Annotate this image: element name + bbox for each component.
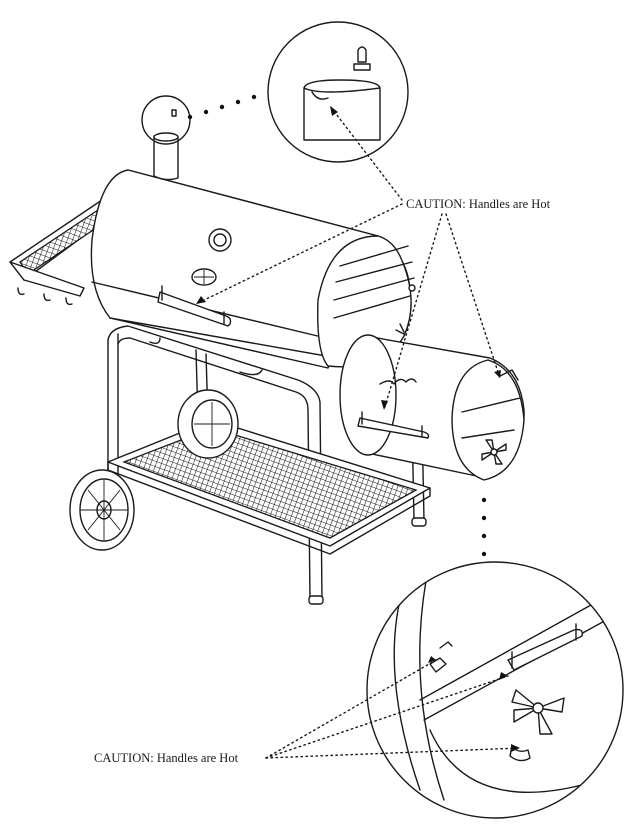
caution-arrows-upper (195, 105, 501, 411)
leader-dots (187, 94, 487, 557)
wheel-front (69, 469, 135, 551)
firebox-detail-zoom (366, 561, 624, 819)
side-shelf (9, 199, 109, 306)
chimney (141, 95, 191, 181)
main-chamber (90, 169, 416, 369)
caution-arrows-lower (265, 656, 521, 759)
firebox (339, 323, 525, 481)
chimney-detail-zoom (267, 21, 409, 163)
caution-label-upper: CAUTION: Handles are Hot (406, 197, 551, 211)
caution-label-lower: CAUTION: Handles are Hot (94, 751, 239, 765)
wheel-rear (177, 389, 239, 459)
